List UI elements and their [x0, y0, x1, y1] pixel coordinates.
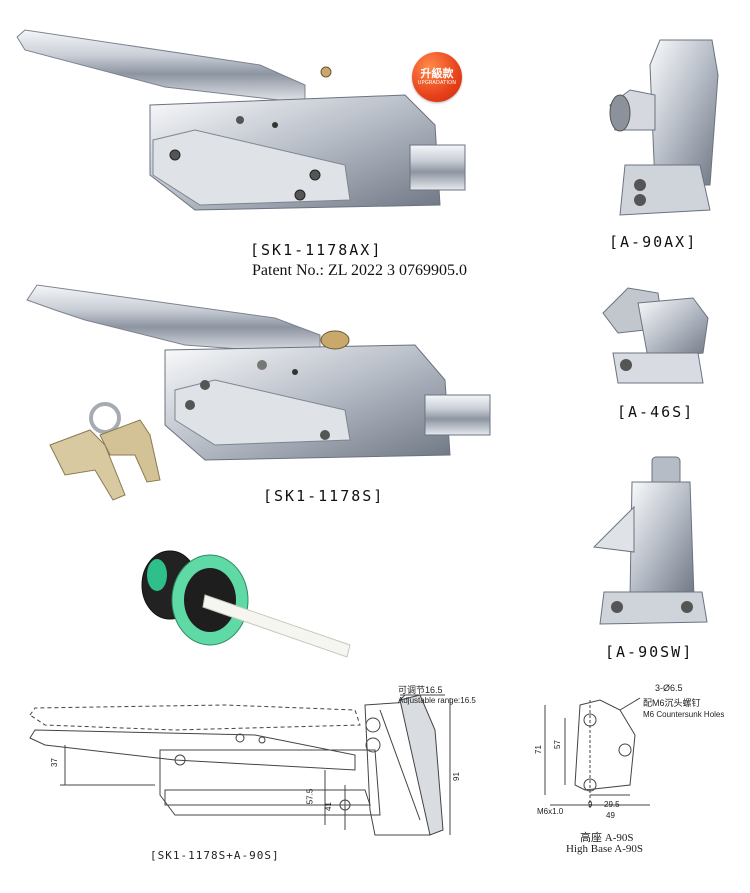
- dim-57-5: 57.5: [305, 788, 315, 805]
- dim-71: 71: [533, 745, 543, 754]
- dim-29-5: 29.5: [604, 800, 620, 809]
- strike-a-90sw-image: [592, 452, 712, 630]
- caption-assembly: [SK1-1178S+A-90S]: [150, 849, 280, 862]
- latch-sk1-1178ax-image: [15, 25, 480, 225]
- patent-number: Patent No.: ZL 2022 3 0769905.0: [252, 262, 467, 279]
- strike-a-46s-image: [598, 283, 713, 388]
- caption-a-90s-zh: 高座 A-90S: [580, 832, 634, 844]
- dim-49: 49: [606, 811, 615, 820]
- dim-41: 41: [323, 802, 333, 811]
- dim-91: 91: [451, 772, 461, 781]
- label-a-90sw: [A-90SW]: [605, 643, 694, 661]
- label-sk1-1178s: [SK1-1178S]: [263, 487, 385, 505]
- screw-spec-en: M6 Countersunk Holes: [643, 710, 725, 719]
- screw-spec-zh: 配M6沉头螺钉: [643, 698, 701, 708]
- dim-37: 37: [49, 758, 59, 767]
- label-sk1-1178ax: [SK1-1178AX]: [250, 241, 383, 259]
- dim-9: 9: [588, 800, 593, 809]
- latch-sk1-1178s-image: [25, 280, 495, 470]
- adjust-range-en: Adjustable range:16.5: [398, 696, 476, 705]
- technical-drawing-assembly: [25, 690, 465, 840]
- inside-release-image: [135, 545, 360, 665]
- dim-m6: M6x1.0: [537, 807, 564, 816]
- badge-text-zh: 升級款: [420, 66, 454, 80]
- dim-57: 57: [552, 740, 562, 749]
- strike-a-90ax-image: [600, 35, 725, 220]
- badge-text-en: UPGRADATION: [417, 79, 457, 86]
- keys-image: [45, 400, 161, 510]
- label-a-46s: [A-46S]: [617, 403, 695, 421]
- label-a-90ax: [A-90AX]: [609, 233, 698, 251]
- technical-drawing-a-90s: [530, 690, 670, 815]
- adjust-range-zh: 可调节16.5: [398, 685, 443, 695]
- holes-spec: 3-Ø6.5: [655, 683, 683, 693]
- upgrade-badge: 升級款 UPGRADATION: [412, 52, 462, 102]
- caption-a-90s-en: High Base A-90S: [566, 843, 643, 855]
